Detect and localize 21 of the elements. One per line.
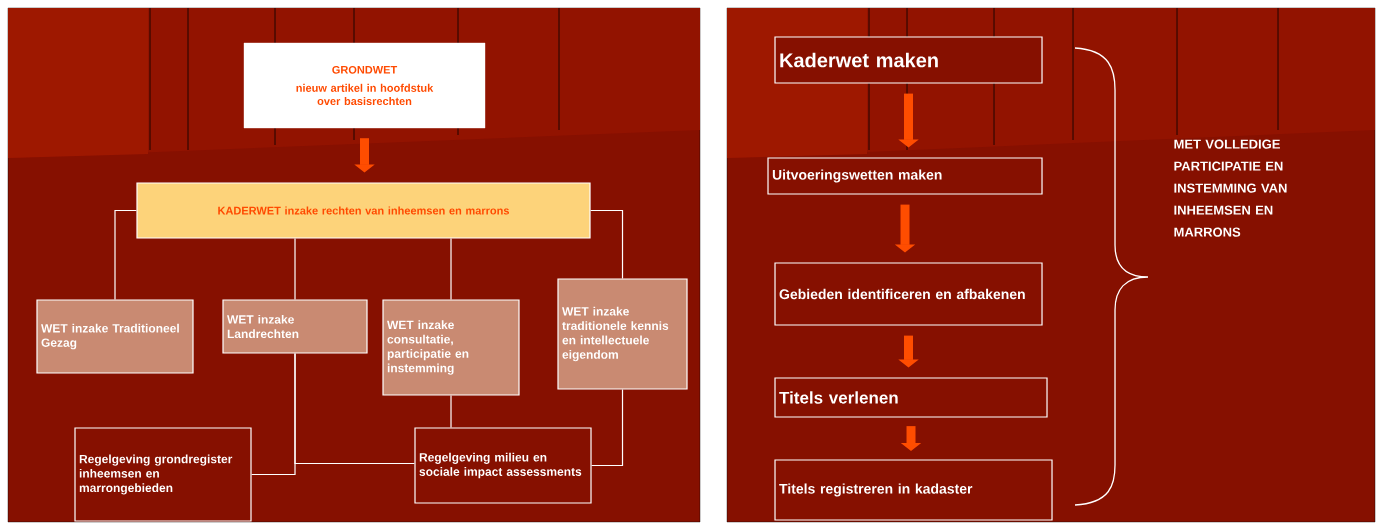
connector-line [591, 389, 624, 467]
process-box: Regelgeving grondregister inheemsen en marrongebieden [74, 427, 252, 522]
side-note: MET VOLLEDIGE PARTICIPATIE EN INSTEMMING VAN INHEEMSEN EN MARRONS [1174, 139, 1287, 237]
connector-line [294, 353, 415, 465]
process-box: Titels registreren in kadaster [774, 459, 1053, 521]
process-box: WET inzake Traditioneel Gezag [36, 299, 194, 374]
process-box: Kaderwet maken [774, 36, 1043, 84]
connector-line [114, 209, 137, 300]
process-box: Regelgeving milieu en sociale impact assessments [414, 427, 592, 504]
process-box: Uitvoeringswetten maken [767, 157, 1043, 195]
process-box: Titels verlenen [774, 377, 1048, 418]
process-box: GRONDWET nieuw artikel in hoofdstuk over basisrechten [243, 42, 486, 129]
process-box: Gebieden identificeren en afbakenen [774, 262, 1043, 326]
process-box: KADERWET inzake rechten van inheemsen en marrons [136, 182, 591, 239]
connector-line [294, 238, 296, 300]
process-box: WET inzake traditionele kennis en intellectuele eigendom [557, 278, 688, 390]
process-box: WET inzake Landrechten [222, 299, 368, 354]
connector-line [590, 209, 624, 279]
process-box: WET inzake consultatie, participatie en instemming [382, 299, 520, 396]
connector-line [450, 395, 452, 428]
connector-line [450, 238, 452, 300]
